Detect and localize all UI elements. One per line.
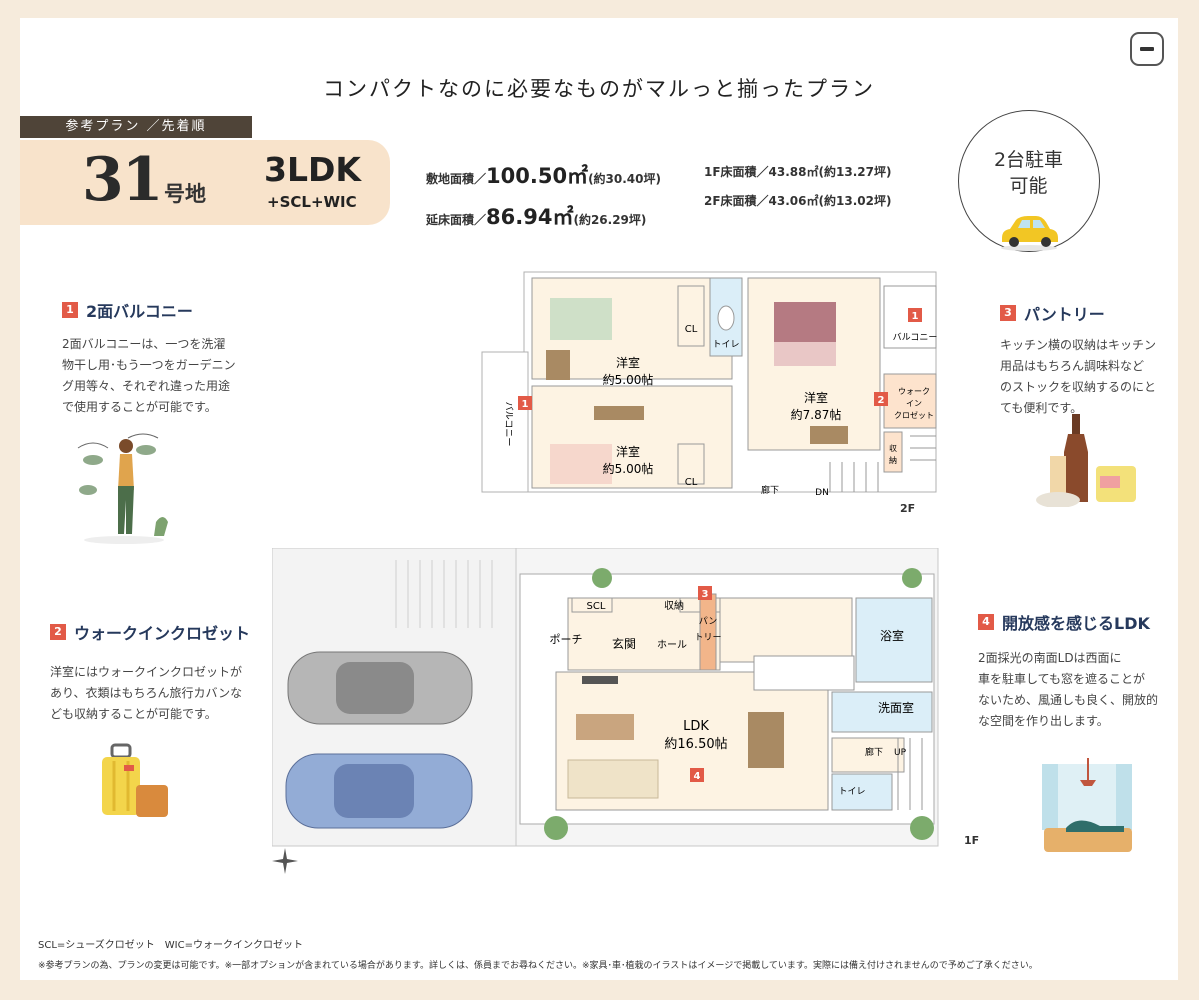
feature-number: 1: [62, 302, 78, 318]
gardening-woman-illustration: [77, 433, 168, 544]
marker-pantry: [698, 586, 712, 600]
car-icon: [1001, 216, 1058, 251]
feature-title: ウォークインクロゼット: [74, 624, 251, 643]
feature-number: 2: [50, 624, 66, 640]
corridor-label: 廊下: [865, 746, 883, 758]
room-western-b-size: 約5.00帖: [603, 461, 654, 476]
feature-title: パントリー: [1024, 305, 1105, 324]
svg-text:1: 1: [522, 399, 529, 410]
room-toilet: トイレ: [712, 340, 739, 350]
wic-label-line3: クロゼット: [894, 410, 934, 420]
room-western-c: 洋室: [804, 390, 828, 405]
floor-area: 延床面積／86.94㎡(約26.29坪): [426, 205, 647, 229]
site-area: 敷地面積／100.50㎡(約30.40坪): [426, 164, 661, 188]
layout-type: 3LDK: [264, 150, 361, 189]
living-room-illustration: [1042, 758, 1132, 852]
lot-suffix: 号地: [164, 182, 206, 206]
closet-label: CL: [685, 324, 698, 335]
closet-label: CL: [685, 477, 698, 488]
floor2-rooms: [531, 277, 937, 492]
compass-icon: [272, 848, 298, 874]
marker-ldk: [690, 768, 704, 782]
minus-icon: [1140, 47, 1154, 51]
pantry-label-line1: パン: [699, 616, 717, 627]
lot-number: 31: [82, 145, 163, 215]
headline: コンパクトなのに必要なものがマルっと揃ったプラン: [323, 77, 875, 101]
plan-card: コンパクトなのに必要なものがマルっと揃ったプラン 参考プラン ／先着順 31 号…: [20, 18, 1178, 980]
room-washroom: 洗面室: [878, 700, 914, 715]
lot-box: [20, 140, 390, 225]
room-western-a-size: 約5.00帖: [603, 372, 654, 387]
pantry-label-line2: トリー: [694, 633, 721, 643]
room-entrance: 玄関: [612, 636, 636, 651]
room-toilet: トイレ: [838, 787, 865, 797]
wic-label-line2: イン: [906, 399, 922, 408]
feature-title: 開放感を感じるLDK: [1002, 614, 1150, 633]
svg-text:3: 3: [702, 589, 709, 600]
room-hall: ホール: [657, 639, 687, 651]
suitcase-illustration: [102, 743, 168, 817]
feature-number: 3: [1000, 305, 1016, 321]
room-scl: SCL: [587, 601, 606, 612]
floor1-area: 1F床面積／43.88㎡(約13.27坪): [704, 165, 892, 179]
plan-tag: 参考プラン ／先着順: [20, 116, 252, 138]
balcony-right-label: バルコニー: [893, 332, 938, 343]
room-western-a: 洋室: [616, 355, 640, 370]
up-stairs-label: UP: [894, 748, 907, 758]
room-ldk-size: 約16.50帖: [664, 737, 727, 752]
room-western-b: 洋室: [616, 444, 640, 459]
storage-label-line2: 納: [889, 455, 897, 465]
down-stairs-label: DN: [815, 488, 829, 498]
car-top-blue: [285, 753, 473, 829]
wic-label-line1: ウォーク: [898, 387, 930, 396]
svg-text:1: 1: [912, 311, 919, 322]
floor1-plan: ポーチ 玄関 ホール SCL 収納 パン トリー LDK 約16.50帖 浴室 …: [272, 548, 939, 847]
floor1-label: 1F: [964, 834, 980, 847]
marker-balcony-left: [518, 396, 532, 410]
room-porch: ポーチ: [550, 633, 583, 646]
room-storage: 収納: [664, 599, 684, 612]
collapse-button[interactable]: [1130, 32, 1164, 66]
feature-title: 2面バルコニー: [86, 302, 193, 321]
room-western-c-size: 約7.87帖: [791, 407, 842, 422]
room-bath: 浴室: [880, 628, 904, 643]
balcony-left-label: バルコニー: [503, 402, 514, 447]
floor2-area: 2F床面積／43.06㎡(約13.02坪): [704, 194, 892, 208]
marker-balcony-right: [908, 308, 922, 322]
floor2-label: 2F: [900, 502, 916, 515]
storage-label-line1: 収: [889, 443, 897, 453]
svg-text:4: 4: [694, 771, 701, 782]
footnote-abbreviations: SCL=シューズクロゼット WIC=ウォークインクロゼット: [38, 940, 303, 951]
hall-label: 廊下: [761, 484, 779, 496]
marker-wic: [874, 392, 888, 406]
svg-text:2: 2: [878, 395, 885, 406]
footnote-disclaimer: ※参考プランの為、プランの変更は可能です。※一部オプションが含まれている場合があ…: [38, 961, 1038, 971]
pantry-illustration: [1036, 414, 1136, 507]
room-ldk: LDK: [683, 719, 709, 734]
floor2-plan: 洋室 約5.00帖 洋室 約5.00帖 洋室 約7.87帖 CL CL トイレ …: [481, 271, 938, 498]
car-top-silver: [287, 651, 473, 725]
feature-number: 4: [978, 614, 994, 630]
layout-extras: +SCL+WIC: [267, 193, 357, 211]
parking-badge: 2台駐車 可能: [958, 110, 1100, 252]
